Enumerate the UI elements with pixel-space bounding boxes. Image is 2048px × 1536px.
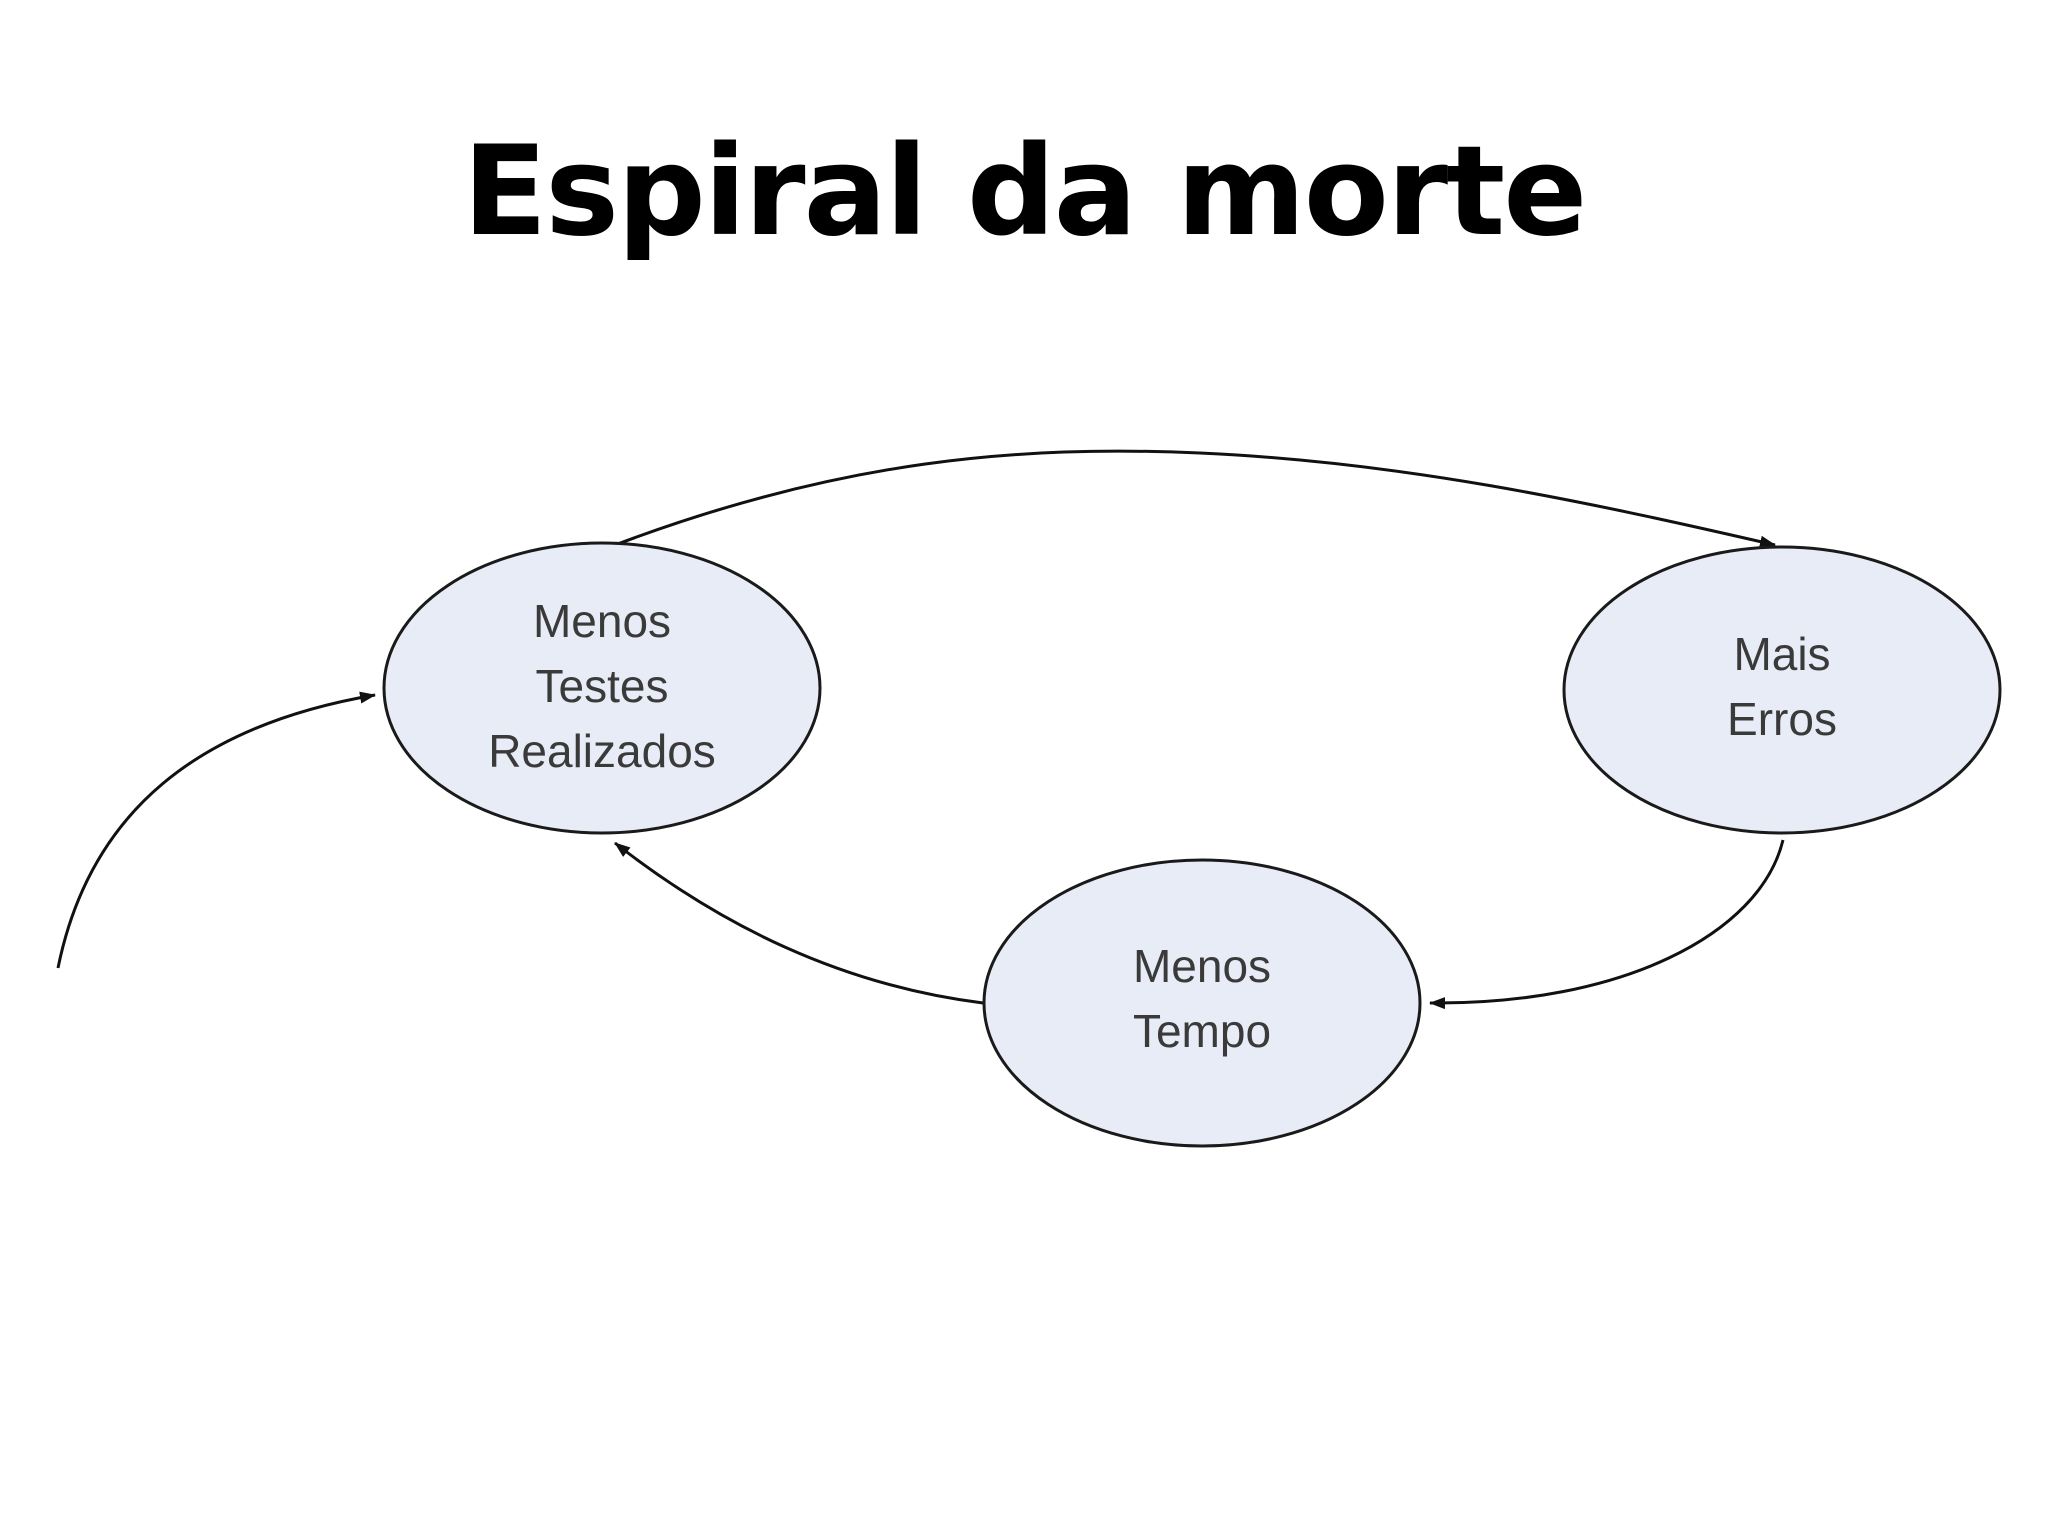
node-menos-tempo: Menos Tempo <box>982 858 1422 1148</box>
node-label-line: Testes <box>536 660 669 712</box>
node-mais-erros: Mais Erros <box>1562 545 2002 835</box>
edge-menos-testes-to-mais-erros <box>614 449 1776 548</box>
node-label-line: Menos <box>1133 940 1271 992</box>
node-label-line: Realizados <box>488 725 716 777</box>
node-label-line: Erros <box>1727 693 1837 745</box>
edge-entry-to-menos-testes <box>56 691 376 969</box>
node-label-line: Mais <box>1733 628 1830 680</box>
edge-menos-tempo-to-menos-testes <box>614 841 984 1005</box>
node-menos-testes-realizados: Menos Testes Realizados <box>382 541 822 835</box>
edge-mais-erros-to-menos-tempo <box>1429 839 1785 1010</box>
node-ellipse <box>1562 545 2002 835</box>
slide-title: Espiral da morte <box>462 120 1588 264</box>
node-label-line: Menos <box>533 595 671 647</box>
node-ellipse <box>982 858 1422 1148</box>
node-ellipse <box>382 541 822 835</box>
node-label-line: Tempo <box>1133 1005 1271 1057</box>
